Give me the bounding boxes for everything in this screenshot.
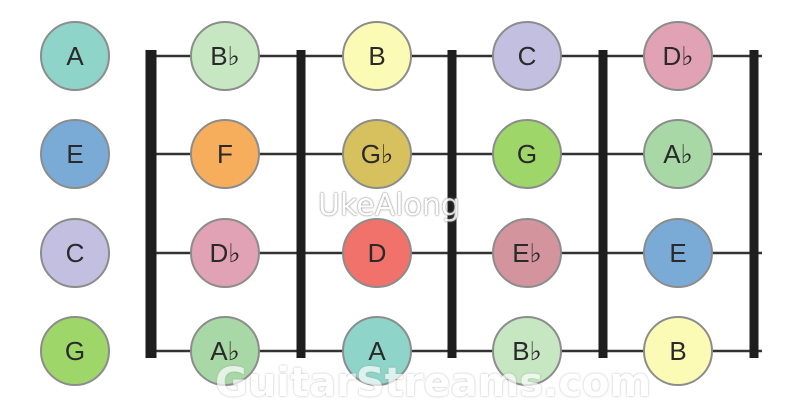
open-string-note-3-label: C (66, 238, 85, 268)
open-string-note-1-circle (40, 21, 110, 91)
note-string-1-fret-1-label: B♭ (210, 41, 240, 71)
note-string-3-fret-4: E (643, 218, 713, 288)
note-string-4-fret-1-label: A♭ (210, 336, 240, 366)
open-string-notes: A E C G (40, 21, 110, 386)
open-string-note-2-circle (40, 119, 110, 189)
note-string-4-fret-4-circle (643, 316, 713, 386)
note-string-3-fret-2-circle (342, 218, 412, 288)
note-string-4-fret-3: B♭ (492, 316, 562, 386)
note-string-2-fret-2: G♭ (342, 119, 412, 189)
note-string-3-fret-3-circle (492, 218, 562, 288)
open-string-note-2-label: E (66, 139, 83, 169)
note-string-2-fret-3-label: G (517, 139, 537, 169)
note-string-3-fret-2-label: D (368, 238, 387, 268)
note-string-4-fret-4: B (643, 316, 713, 386)
note-string-3-fret-4-label: E (669, 238, 686, 268)
note-string-1-fret-3-label: C (518, 41, 537, 71)
fretted-notes: B♭ B C D♭ F G♭ G A♭ D♭ D E♭ E A♭ A B♭ B (190, 21, 713, 386)
note-string-2-fret-4: A♭ (643, 119, 713, 189)
note-string-2-fret-1: F (190, 119, 260, 189)
note-string-1-fret-3: C (492, 21, 562, 91)
open-string-note-4-label: G (65, 336, 85, 366)
note-string-4-fret-3-label: B♭ (512, 336, 542, 366)
nut-bar (145, 50, 157, 358)
note-string-2-fret-1-circle (190, 119, 260, 189)
fret-bar-2 (447, 50, 457, 358)
fret-bars (145, 50, 759, 358)
note-string-1-fret-4-circle (643, 21, 713, 91)
note-string-3-fret-2: D (342, 218, 412, 288)
fret-bar-1 (296, 50, 306, 358)
note-string-3-fret-3: E♭ (492, 218, 562, 288)
note-string-1-fret-4: D♭ (643, 21, 713, 91)
note-string-2-fret-4-circle (643, 119, 713, 189)
note-string-1-fret-1-circle (190, 21, 260, 91)
note-string-3-fret-1-circle (190, 218, 260, 288)
note-string-3-fret-3-label: E♭ (512, 238, 542, 268)
fret-bar-4 (749, 50, 759, 358)
note-string-2-fret-2-circle (342, 119, 412, 189)
note-string-2-fret-4-label: A♭ (663, 139, 693, 169)
open-string-note-3: C (40, 218, 110, 288)
open-string-note-1-label: A (66, 41, 84, 71)
fret-bar-3 (598, 50, 608, 358)
note-string-1-fret-2-circle (342, 21, 412, 91)
note-string-4-fret-4-label: B (669, 336, 686, 366)
note-string-4-fret-1-circle (190, 316, 260, 386)
note-string-2-fret-2-label: G♭ (361, 139, 394, 169)
note-string-3-fret-4-circle (643, 218, 713, 288)
open-string-note-4-circle (40, 316, 110, 386)
note-string-4-fret-2-label: A (368, 336, 386, 366)
note-string-2-fret-3-circle (492, 119, 562, 189)
note-string-3-fret-1-label: D♭ (209, 238, 240, 268)
open-string-note-4: G (40, 316, 110, 386)
note-string-1-fret-2-label: B (368, 41, 385, 71)
open-string-note-2: E (40, 119, 110, 189)
note-string-1-fret-3-circle (492, 21, 562, 91)
note-string-1-fret-1: B♭ (190, 21, 260, 91)
note-string-4-fret-3-circle (492, 316, 562, 386)
note-string-1-fret-4-label: D♭ (662, 41, 693, 71)
note-string-4-fret-2-circle (342, 316, 412, 386)
note-string-4-fret-2: A (342, 316, 412, 386)
note-string-4-fret-1: A♭ (190, 316, 260, 386)
note-string-1-fret-2: B (342, 21, 412, 91)
note-string-2-fret-3: G (492, 119, 562, 189)
open-string-note-3-circle (40, 218, 110, 288)
open-string-note-1: A (40, 21, 110, 91)
note-string-2-fret-1-label: F (217, 139, 233, 169)
note-string-3-fret-1: D♭ (190, 218, 260, 288)
